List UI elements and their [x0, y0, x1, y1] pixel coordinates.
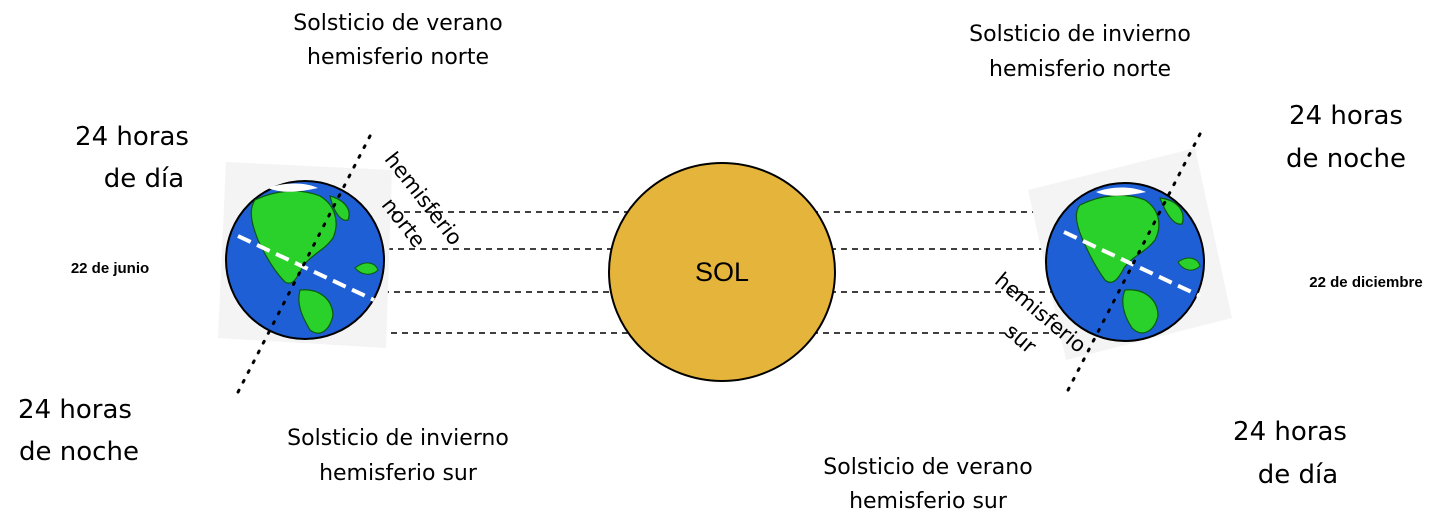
- right-date-label: 22 de diciembre: [1309, 274, 1422, 291]
- earth-globe-icon: [218, 162, 392, 348]
- hemisphere-south-label-line2: sur: [1000, 319, 1041, 359]
- earth-globe-icon: [1028, 148, 1232, 360]
- left-bottom-caption-line2: hemisferio sur: [319, 461, 478, 486]
- right-top-caption-line2: hemisferio norte: [989, 57, 1171, 82]
- right-night-label-line2: de noche: [1286, 144, 1406, 174]
- right-bottom-caption-line2: hemisferio sur: [849, 489, 1008, 514]
- left-night-label-line2: de noche: [19, 437, 139, 467]
- left-night-label-line1: 24 horas: [18, 395, 132, 425]
- sun-icon: [608, 162, 836, 382]
- right-top-caption-line1: Solsticio de invierno: [969, 22, 1191, 47]
- left-top-caption-line1: Solsticio de verano: [293, 11, 502, 36]
- sun-label: SOL: [695, 257, 749, 287]
- earth-axis-line: [234, 134, 372, 398]
- left-day-label-line2: de día: [104, 164, 184, 194]
- right-bottom-caption-line1: Solsticio de verano: [823, 455, 1032, 480]
- left-top-caption-line2: hemisferio norte: [307, 45, 489, 70]
- left-bottom-caption-line1: Solsticio de invierno: [287, 426, 509, 451]
- right-day-label-line1: 24 horas: [1233, 417, 1347, 447]
- right-night-label-line1: 24 horas: [1289, 101, 1403, 131]
- left-day-label-line1: 24 horas: [75, 122, 189, 152]
- right-day-label-line2: de día: [1258, 460, 1338, 490]
- left-date-label: 22 de junio: [71, 260, 149, 277]
- earth-axis-line: [1064, 132, 1202, 396]
